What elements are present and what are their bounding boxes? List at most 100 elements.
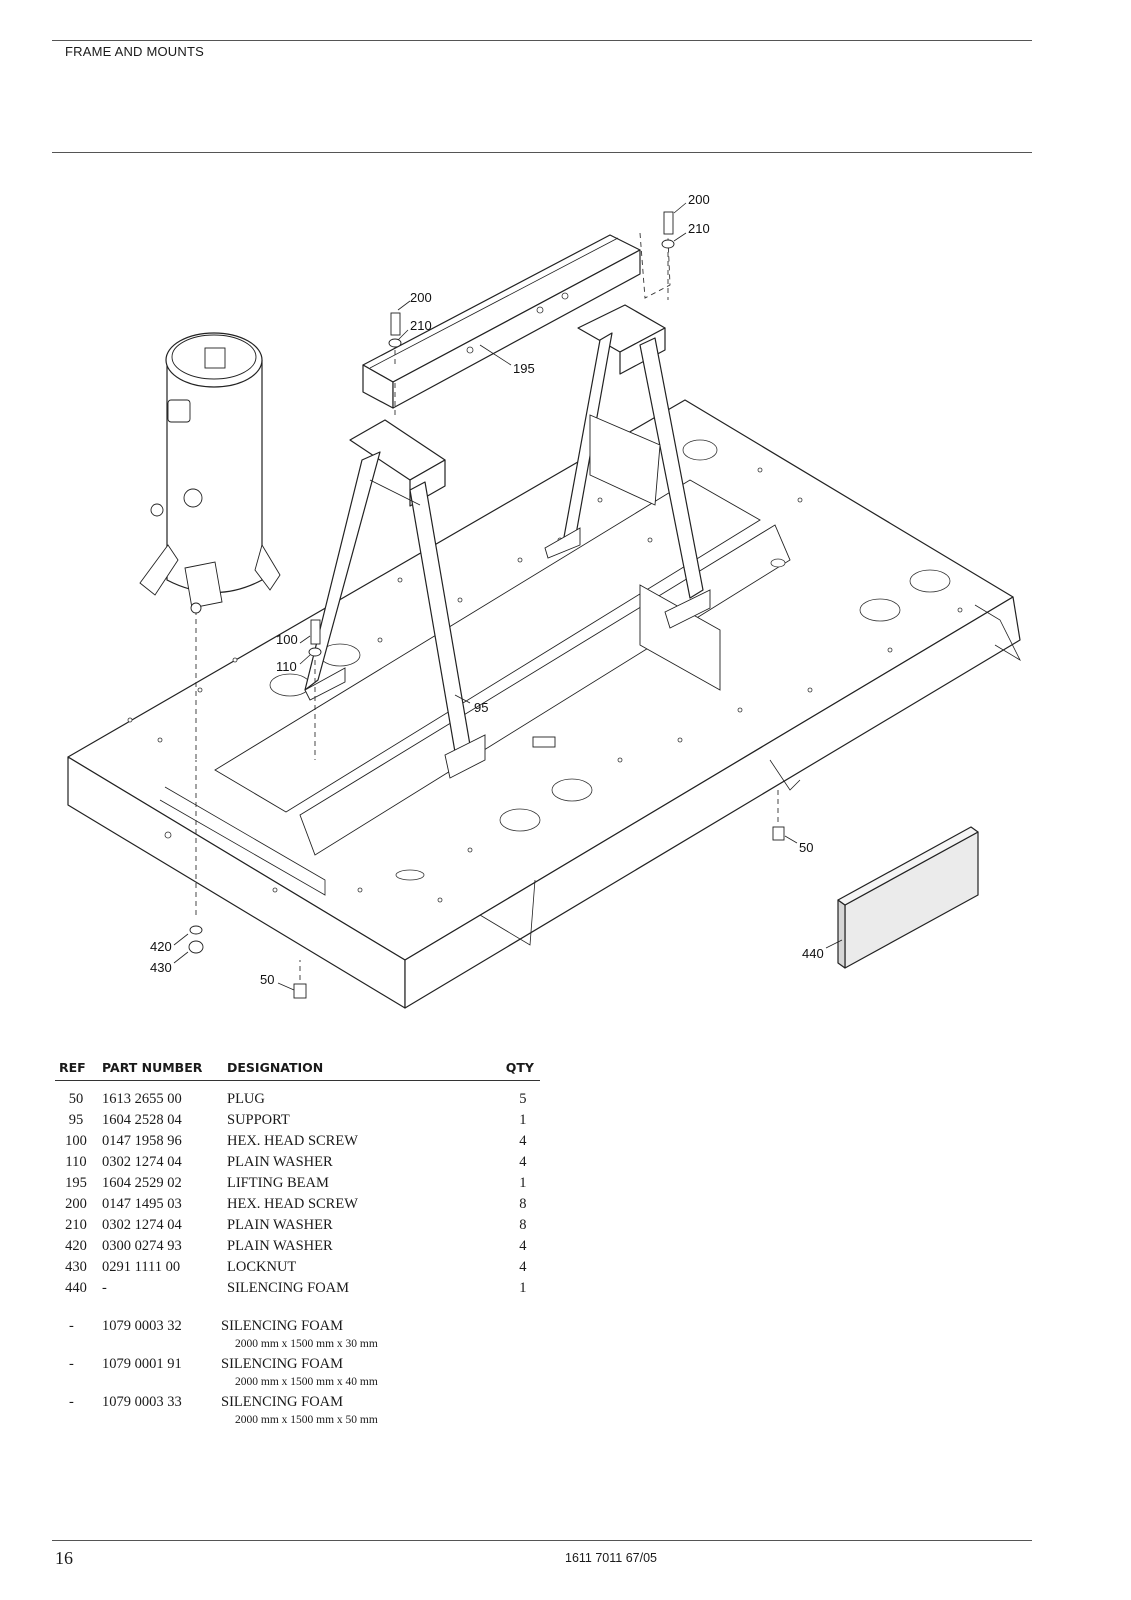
row-designation: HEX. HEAD SCREW [227,1196,358,1212]
row-part-number: 0302 1274 04 [102,1217,182,1233]
row-part-number: 0300 0274 93 [102,1238,182,1254]
row-qty: 4 [519,1259,527,1275]
variant-dimensions: 2000 mm x 1500 mm x 30 mm [235,1338,378,1350]
row-qty: 1 [519,1280,527,1296]
row-ref: 100 [65,1133,87,1149]
header-top-rule [52,40,1032,41]
callout-440: 440 [802,946,824,961]
row-qty: 1 [519,1112,527,1128]
callout-210-top: 210 [688,221,710,236]
parts-list-table: REF PART NUMBER DESIGNATION QTY 50 1613 … [55,1058,540,1299]
row-designation: PLAIN WASHER [227,1238,333,1254]
header-bottom-rule [52,152,1032,153]
variant-designation: SILENCING FOAM [221,1318,344,1334]
base-frame [67,399,1021,1009]
header-part-number: PART NUMBER [97,1058,227,1081]
table-row: 50 1613 2655 00 PLUG 5 [55,1081,540,1111]
row-designation: PLAIN WASHER [227,1154,333,1170]
row-qty: 8 [519,1196,527,1212]
callout-110: 110 [276,659,297,674]
row-ref: 50 [68,1091,84,1107]
table-header-row: REF PART NUMBER DESIGNATION QTY [55,1058,540,1081]
callout-leaders [173,202,843,991]
variant-dimensions: 2000 mm x 1500 mm x 40 mm [235,1376,378,1388]
table-row: 95 1604 2528 04 SUPPORT 1 [55,1110,540,1131]
table-row: 430 0291 1111 00 LOCKNUT 4 [55,1257,540,1278]
table-row: 440 - SILENCING FOAM 1 [55,1278,540,1299]
row-ref: 195 [65,1175,87,1191]
callout-210: 210 [410,318,432,333]
variant-ref: - [69,1394,74,1410]
row-part-number: 0147 1495 03 [102,1196,182,1212]
exploded-parts-drawing: 200 210 200 210 195 100 110 95 50 440 42… [67,192,1021,1009]
row-qty: 8 [519,1217,527,1233]
table-row: 420 0300 0274 93 PLAIN WASHER 4 [55,1236,540,1257]
row-designation: LIFTING BEAM [227,1175,329,1191]
table-row: 100 0147 1958 96 HEX. HEAD SCREW 4 [55,1131,540,1152]
callout-200: 200 [410,290,432,305]
row-part-number: 1604 2528 04 [102,1112,182,1128]
row-designation: PLAIN WASHER [227,1217,333,1233]
page-number: 16 [55,1548,73,1568]
callout-195: 195 [513,361,535,376]
variant-row: - 1079 0001 91 SILENCING FOAM 2000 mm x … [55,1356,540,1394]
callout-420: 420 [150,939,172,954]
callout-430: 430 [150,960,172,975]
row-part-number: 0147 1958 96 [102,1133,182,1149]
row-part-number: 1613 2655 00 [102,1091,182,1107]
variant-designation: SILENCING FOAM [221,1356,344,1372]
row-ref: 110 [65,1154,87,1170]
row-ref: 430 [65,1259,87,1275]
vessel [139,332,281,760]
variant-part-number: 1079 0001 91 [102,1356,182,1372]
row-ref: 95 [68,1112,84,1128]
table-row: 110 0302 1274 04 PLAIN WASHER 4 [55,1152,540,1173]
front-support [304,380,486,779]
row-qty: 5 [519,1091,527,1107]
callout-95: 95 [474,700,488,715]
row-ref: 420 [65,1238,87,1254]
callout-50-left: 50 [260,972,274,987]
hardware [188,211,785,999]
table-row: 195 1604 2529 02 LIFTING BEAM 1 [55,1173,540,1194]
row-designation: SUPPORT [227,1112,290,1128]
row-qty: 4 [519,1154,527,1170]
row-ref: 200 [65,1196,87,1212]
table-row: 210 0302 1274 04 PLAIN WASHER 8 [55,1215,540,1236]
rear-support [544,304,711,629]
row-part-number: 0302 1274 04 [102,1154,182,1170]
variant-row: - 1079 0003 32 SILENCING FOAM 2000 mm x … [55,1318,540,1356]
callout-numbers: 200 210 200 210 195 100 110 95 50 440 42… [150,192,824,987]
foam-variants-list: - 1079 0003 32 SILENCING FOAM 2000 mm x … [55,1318,540,1432]
row-qty: 1 [519,1175,527,1191]
variant-dimensions: 2000 mm x 1500 mm x 50 mm [235,1414,378,1426]
row-designation: LOCKNUT [227,1259,297,1275]
table-row: 200 0147 1495 03 HEX. HEAD SCREW 8 [55,1194,540,1215]
variant-designation: SILENCING FOAM [221,1394,344,1410]
variant-row: - 1079 0003 33 SILENCING FOAM 2000 mm x … [55,1394,540,1432]
row-part-number: - [102,1280,107,1296]
mounting-holes [127,439,963,903]
variant-ref: - [69,1356,74,1372]
header-designation: DESIGNATION [227,1058,506,1081]
row-designation: PLUG [227,1091,265,1107]
document-number: 1611 7011 67/05 [565,1551,657,1565]
row-part-number: 0291 1111 00 [102,1259,181,1275]
row-designation: HEX. HEAD SCREW [227,1133,358,1149]
silencing-foam-panel [837,826,979,969]
header-ref: REF [55,1058,97,1081]
row-designation: SILENCING FOAM [227,1280,350,1296]
row-ref: 210 [65,1217,87,1233]
row-qty: 4 [519,1133,527,1149]
section-title: FRAME AND MOUNTS [65,44,204,59]
variant-part-number: 1079 0003 33 [102,1394,182,1410]
callout-200-top: 200 [688,192,710,207]
callout-50-right: 50 [799,840,813,855]
row-qty: 4 [519,1238,527,1254]
variant-ref: - [69,1318,74,1334]
footer-rule [52,1540,1032,1541]
row-part-number: 1604 2529 02 [102,1175,182,1191]
row-ref: 440 [65,1280,87,1296]
variant-part-number: 1079 0003 32 [102,1318,182,1334]
header-qty: QTY [505,1058,540,1081]
